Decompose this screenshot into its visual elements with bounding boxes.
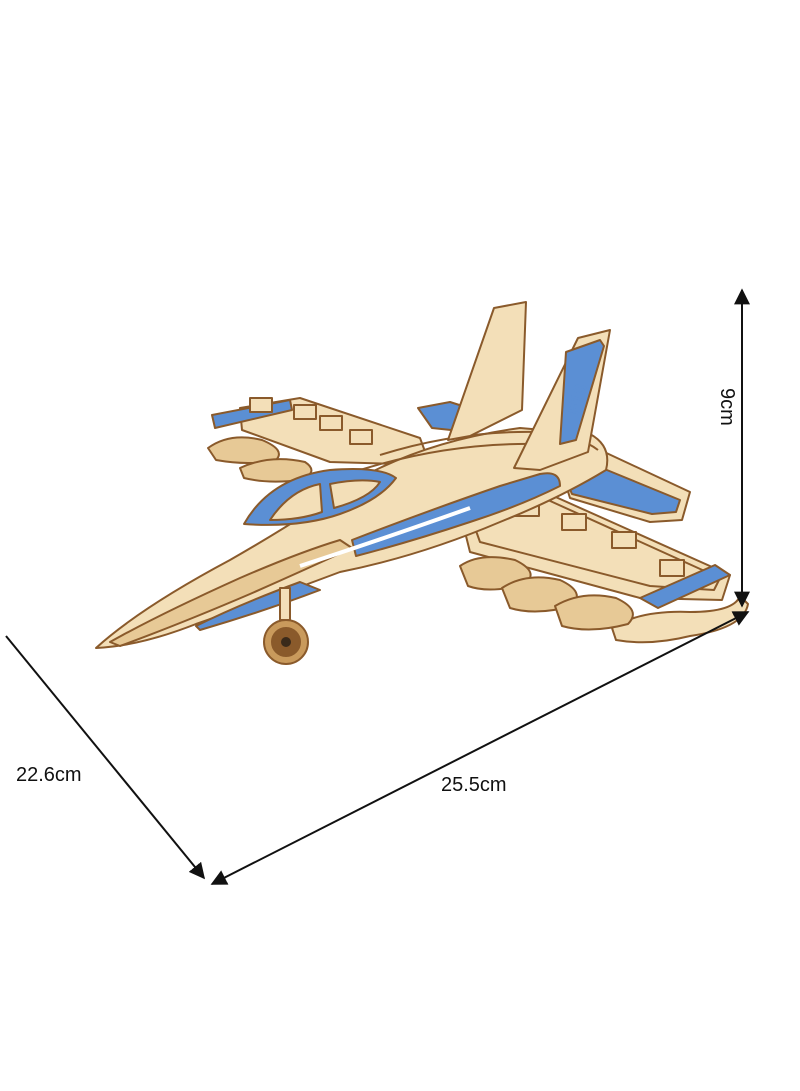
jet-model: F18 [95,301,749,665]
depth-dimension-arrow [5,635,206,880]
cockpit-canopy [243,468,397,526]
left-wing [207,397,431,483]
width-dimension-label: 25.5cm [441,774,507,796]
depth-dimension-label: 22.6cm [16,764,82,786]
height-dimension-label: 9cm [716,388,738,426]
width-dimension-arrow [210,611,750,885]
tail-fins: F18 [447,301,611,471]
